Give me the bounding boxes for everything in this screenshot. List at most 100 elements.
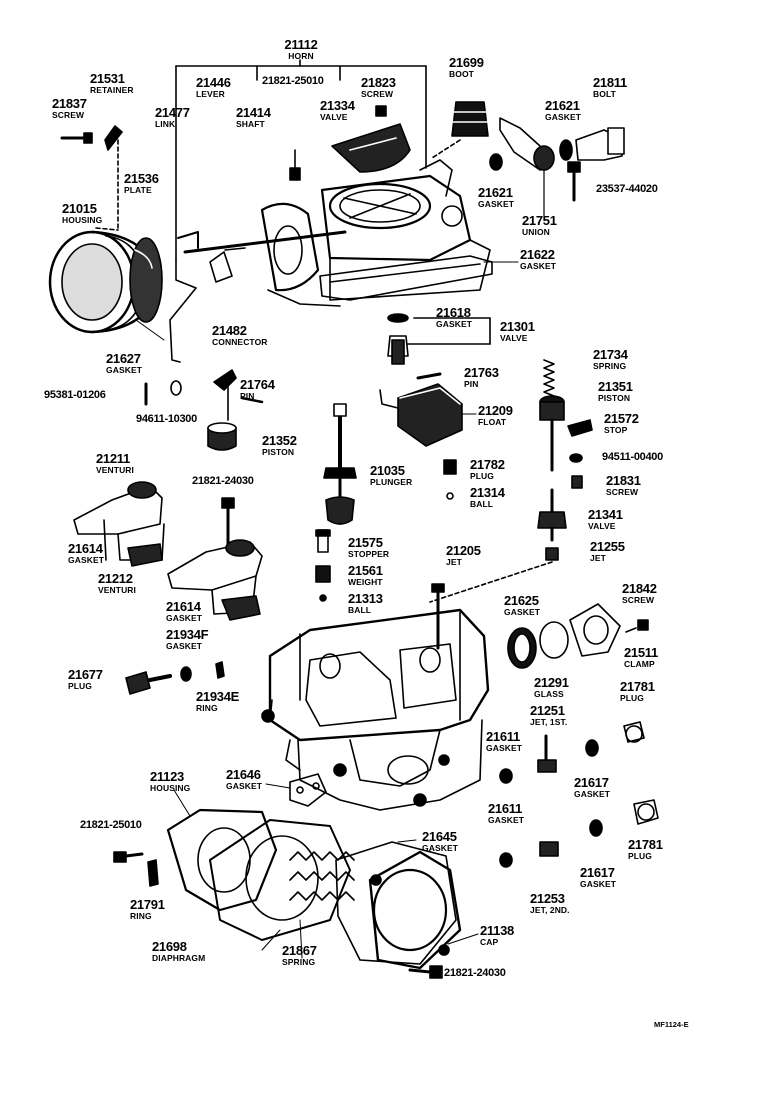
label-94611-10300: 94611-10300 bbox=[136, 413, 197, 425]
gasket-21934F bbox=[180, 666, 192, 682]
horn-leader-bracket bbox=[175, 59, 427, 261]
weight-21561 bbox=[315, 565, 331, 583]
plug-21781-a bbox=[623, 721, 645, 743]
gasket-21646 bbox=[289, 773, 327, 807]
housing-21123 bbox=[166, 808, 278, 912]
bolt-21811 bbox=[575, 127, 625, 161]
stop-21572 bbox=[567, 419, 593, 437]
valve-21341 bbox=[537, 488, 567, 542]
spring-21867 bbox=[289, 851, 355, 901]
screw-21821-upper bbox=[289, 149, 301, 181]
ball-21314 bbox=[446, 492, 454, 500]
plug-21781-b bbox=[633, 799, 659, 825]
gasket-21617-b bbox=[589, 819, 603, 837]
valve-bracket bbox=[407, 317, 491, 345]
boot-21699 bbox=[431, 101, 489, 159]
diaphragm-21698 bbox=[209, 819, 351, 941]
spring-21734 bbox=[543, 359, 555, 401]
label-94511-00400: 94511-00400 bbox=[602, 451, 663, 463]
union-21751 bbox=[499, 117, 555, 221]
figure-code: MF1124-E bbox=[654, 1020, 689, 1029]
screw-21821-24030-bottom bbox=[408, 965, 443, 979]
ball-21313 bbox=[319, 594, 327, 602]
jet-21205 bbox=[431, 583, 445, 650]
valve-21301 bbox=[387, 313, 409, 365]
label-21821-25010-bottom: 21821-25010 bbox=[80, 819, 142, 831]
glass-21291 bbox=[539, 621, 569, 659]
retainer-21531 bbox=[104, 125, 123, 151]
washer-94611 bbox=[170, 380, 182, 396]
valve-21334 bbox=[331, 123, 411, 173]
choke-housing-21015 bbox=[48, 230, 162, 334]
jet-21251 bbox=[537, 734, 557, 773]
gasket-21625 bbox=[507, 627, 537, 669]
gasket-21614-b bbox=[221, 595, 261, 621]
label-95381-01206: 95381-01206 bbox=[44, 389, 106, 401]
pin-21764 bbox=[240, 396, 264, 404]
gasket-21621-b bbox=[489, 153, 503, 171]
cap-21138 bbox=[368, 850, 462, 970]
connector-21482 bbox=[213, 369, 237, 421]
screw-21831 bbox=[571, 475, 583, 489]
ring-21934E bbox=[215, 661, 225, 679]
air-horn-assembly bbox=[260, 159, 491, 307]
label-23537-44020: 23537-44020 bbox=[596, 183, 658, 195]
piston-21351 bbox=[539, 395, 565, 472]
label-21821-24030-bottom: 21821-24030 bbox=[444, 967, 506, 979]
screw-21821-24030 bbox=[221, 497, 235, 548]
washer-94511 bbox=[569, 453, 583, 463]
jet-21255 bbox=[429, 547, 559, 603]
gasket-21611-b bbox=[499, 852, 513, 868]
dash-leader bbox=[95, 227, 119, 231]
label-21821-24030-mid: 21821-24030 bbox=[192, 475, 254, 487]
plug-21677 bbox=[125, 671, 172, 695]
screw-21842 bbox=[625, 619, 649, 633]
main-body bbox=[261, 608, 490, 811]
gasket-21645 bbox=[335, 841, 457, 965]
plate-21536 bbox=[129, 237, 163, 323]
float-21209 bbox=[379, 372, 463, 447]
screw-21837 bbox=[60, 132, 93, 144]
